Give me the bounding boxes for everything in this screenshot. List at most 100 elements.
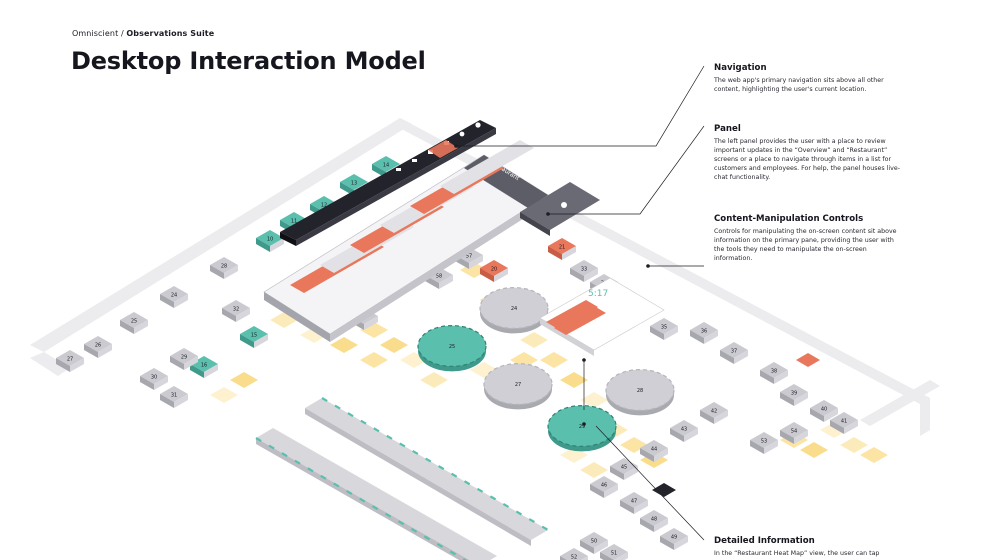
table-45[interactable]: 45 <box>610 458 638 480</box>
round-table-29[interactable]: 29 <box>547 405 617 452</box>
svg-text:27: 27 <box>515 382 521 388</box>
svg-text:26: 26 <box>95 343 101 349</box>
svg-text:12: 12 <box>321 203 327 209</box>
svg-text:31: 31 <box>171 393 177 399</box>
svg-text:15: 15 <box>251 333 257 339</box>
heat-cell <box>580 392 608 408</box>
table-31[interactable]: 31 <box>160 386 188 408</box>
callout-navigation: Navigation The web app's primary navigat… <box>714 63 904 94</box>
table-36[interactable]: 36 <box>690 322 718 344</box>
detail-time: 5:17 <box>588 289 608 299</box>
breadcrumb: Omniscient / Observations Suite <box>72 29 214 38</box>
table-21[interactable]: 21 <box>548 238 576 260</box>
floor-markers <box>652 353 820 497</box>
table-47[interactable]: 47 <box>620 492 648 514</box>
table-43[interactable]: 43 <box>670 420 698 442</box>
heat-cell <box>230 372 258 388</box>
table-35[interactable]: 35 <box>650 318 678 340</box>
heat-cell <box>380 337 408 353</box>
svg-text:36: 36 <box>701 329 707 335</box>
table-33[interactable]: 33 <box>570 260 598 282</box>
svg-text:28: 28 <box>221 264 227 270</box>
left-panel[interactable]: Restaurant <box>263 140 549 342</box>
svg-text:57: 57 <box>466 254 472 260</box>
svg-text:33: 33 <box>581 267 587 273</box>
round-table-25[interactable]: 25 <box>417 325 487 372</box>
svg-text:16: 16 <box>201 363 207 369</box>
list-icon <box>412 159 417 162</box>
table-20[interactable]: 20 <box>480 260 508 282</box>
table-32[interactable]: 32 <box>222 300 250 322</box>
table-29[interactable]: 29 <box>170 348 198 370</box>
table-50[interactable]: 50 <box>580 532 608 554</box>
svg-text:47: 47 <box>631 499 637 505</box>
callout-panel: Panel The left panel provides the user w… <box>714 124 904 182</box>
table-40[interactable]: 40 <box>810 400 838 422</box>
svg-text:44: 44 <box>651 447 657 453</box>
table-44[interactable]: 44 <box>640 440 668 462</box>
breadcrumb-suite: Observations Suite <box>126 29 215 38</box>
heat-cell <box>330 337 358 353</box>
svg-text:24: 24 <box>511 306 517 312</box>
svg-text:24: 24 <box>171 293 177 299</box>
table-41[interactable]: 41 <box>830 412 858 434</box>
table-15[interactable]: 15 <box>240 326 268 348</box>
round-table-24[interactable]: 24 <box>479 287 549 334</box>
svg-text:45: 45 <box>621 465 627 471</box>
navigation-bar[interactable] <box>280 120 496 246</box>
content-controls[interactable] <box>520 182 600 236</box>
table-49[interactable]: 49 <box>660 528 688 550</box>
svg-text:13: 13 <box>351 181 357 187</box>
svg-text:50: 50 <box>591 539 597 545</box>
table-26[interactable]: 26 <box>84 336 112 358</box>
heat-cell <box>520 332 548 348</box>
heat-cell <box>840 437 868 453</box>
page-title: Desktop Interaction Model <box>71 47 426 75</box>
panel-row[interactable] <box>440 140 534 194</box>
callout-text: In the “Restaurant Heat Map” view, the u… <box>714 550 880 557</box>
detail-card[interactable]: 5:17 <box>539 277 665 356</box>
heat-cell <box>210 387 238 403</box>
table-37[interactable]: 37 <box>720 342 748 364</box>
table-42[interactable]: 42 <box>700 402 728 424</box>
table-10[interactable]: 10 <box>256 230 284 252</box>
svg-text:43: 43 <box>681 427 687 433</box>
svg-text:52: 52 <box>571 555 577 560</box>
table-24[interactable]: 24 <box>160 286 188 308</box>
table-16[interactable]: 16 <box>190 356 218 378</box>
svg-text:58: 58 <box>436 274 442 280</box>
svg-text:53: 53 <box>761 439 767 445</box>
table-51[interactable]: 51 <box>600 544 628 560</box>
svg-text:49: 49 <box>671 535 677 541</box>
callout-heading: Detailed Information <box>714 536 815 546</box>
table-30[interactable]: 30 <box>140 368 168 390</box>
svg-text:46: 46 <box>601 483 607 489</box>
counter-bars <box>255 397 549 560</box>
svg-text:38: 38 <box>771 369 777 375</box>
heat-cell <box>540 352 568 368</box>
table-25[interactable]: 25 <box>120 312 148 334</box>
svg-text:40: 40 <box>821 407 827 413</box>
table-27[interactable]: 27 <box>56 350 84 372</box>
table-53[interactable]: 53 <box>750 432 778 454</box>
table-39[interactable]: 39 <box>780 384 808 406</box>
svg-text:11: 11 <box>291 219 297 225</box>
callout-text: The left panel provides the user with a … <box>714 138 901 181</box>
svg-text:41: 41 <box>841 419 847 425</box>
table-46[interactable]: 46 <box>590 476 618 498</box>
table-54[interactable]: 54 <box>780 422 808 444</box>
heat-cell <box>360 352 388 368</box>
svg-text:29: 29 <box>181 355 187 361</box>
table-38[interactable]: 38 <box>760 362 788 384</box>
svg-text:10: 10 <box>267 237 273 243</box>
round-table-27[interactable]: 27 <box>483 363 553 410</box>
restaurant-icon <box>428 150 433 154</box>
svg-text:54: 54 <box>791 429 797 435</box>
table-28[interactable]: 28 <box>210 257 238 279</box>
svg-text:27: 27 <box>67 357 73 363</box>
table-52[interactable]: 52 <box>560 548 588 560</box>
table-48[interactable]: 48 <box>640 510 668 532</box>
round-table-28[interactable]: 28 <box>605 369 675 416</box>
